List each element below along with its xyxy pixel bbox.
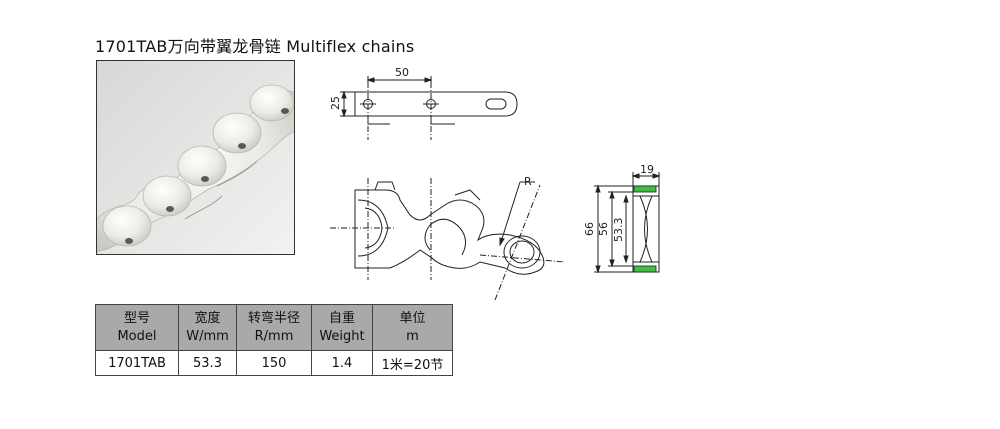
header-radius-en: R/mm bbox=[254, 328, 294, 344]
green-strip-top bbox=[633, 185, 657, 193]
header-unit-en: m bbox=[406, 328, 419, 344]
cell-width: 53.3 bbox=[178, 350, 237, 376]
header-weight-en: Weight bbox=[319, 328, 365, 344]
header-model-cn: 型号 bbox=[123, 310, 150, 326]
cell-radius: 150 bbox=[236, 350, 312, 376]
cell-model: 1701TAB bbox=[95, 350, 179, 376]
dim-25-label: 25 bbox=[329, 96, 342, 110]
header-width: 宽度 W/mm bbox=[178, 304, 237, 351]
header-width-en: W/mm bbox=[186, 328, 229, 344]
product-photo bbox=[96, 60, 295, 255]
top-view-outline bbox=[355, 91, 518, 117]
header-radius-cn: 转弯半径 bbox=[247, 310, 300, 326]
chain-photo-image bbox=[97, 61, 294, 254]
dim-56-label: 56 bbox=[597, 222, 610, 236]
side-view-outline bbox=[354, 189, 545, 275]
dim-19-label: 19 bbox=[640, 163, 654, 176]
page-title: 1701TAB万向带翼龙骨链 Multiflex chains bbox=[95, 37, 415, 56]
spec-table: 型号 Model 宽度 W/mm 转弯半径 R/mm 自重 Weight 单位 … bbox=[95, 304, 453, 376]
table-row: 1701TAB 53.3 150 1.4 1米=20节 bbox=[95, 350, 453, 376]
header-weight: 自重 Weight bbox=[311, 304, 373, 351]
header-unit: 单位 m bbox=[372, 304, 453, 351]
header-unit-cn: 单位 bbox=[399, 310, 426, 326]
header-radius: 转弯半径 R/mm bbox=[236, 304, 312, 351]
radius-label: R bbox=[524, 175, 532, 188]
cell-unit: 1米=20节 bbox=[372, 350, 453, 376]
header-weight-cn: 自重 bbox=[328, 310, 355, 326]
dim-66-label: 66 bbox=[583, 222, 596, 236]
dim-50-label: 50 bbox=[395, 66, 409, 79]
dim-53-3-label: 53.3 bbox=[612, 218, 625, 243]
top-view-slot bbox=[485, 98, 507, 110]
header-model-en: Model bbox=[117, 328, 157, 344]
green-strip-bottom bbox=[633, 265, 657, 273]
table-header-row: 型号 Model 宽度 W/mm 转弯半径 R/mm 自重 Weight 单位 … bbox=[95, 304, 453, 351]
cell-weight: 1.4 bbox=[311, 350, 373, 376]
header-width-cn: 宽度 bbox=[194, 310, 221, 326]
header-model: 型号 Model bbox=[95, 304, 179, 351]
